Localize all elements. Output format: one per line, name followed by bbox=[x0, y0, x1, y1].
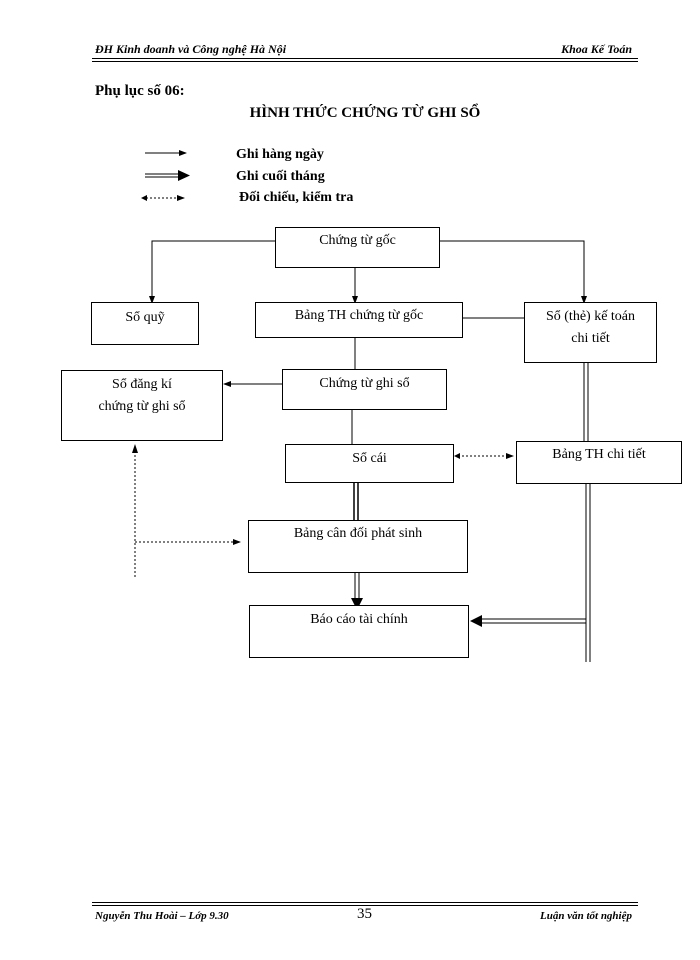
arrow-goc-to-so-the bbox=[440, 240, 587, 304]
legend-dotted-arrow bbox=[141, 195, 185, 201]
node-so-the-line-1: Sổ (thẻ) kế toán bbox=[545, 309, 636, 324]
node-bang-th-chung-tu-goc-label: Bảng TH chứng từ gốc bbox=[294, 308, 424, 323]
node-chung-tu-goc: Chứng từ gốc bbox=[275, 227, 440, 268]
dotted-so-dang-ki-bang-can-doi bbox=[132, 444, 241, 577]
node-so-quy: Sổ quỹ bbox=[91, 302, 199, 345]
node-so-dang-ki-line-1: Sổ đăng kí bbox=[112, 377, 172, 392]
node-chung-tu-goc-label: Chứng từ gốc bbox=[319, 233, 396, 248]
header-right: Khoa Kế Toán bbox=[561, 42, 632, 56]
arrow-goc-to-so-quy bbox=[149, 240, 275, 304]
node-so-cai-label: Sổ cái bbox=[352, 451, 387, 466]
node-bang-can-doi-label: Bảng cân đối phát sinh bbox=[293, 526, 423, 541]
node-so-dang-ki-line-2: chứng từ ghi sổ bbox=[98, 399, 186, 414]
appendix-label: Phụ lục số 06: bbox=[95, 83, 185, 99]
node-bang-th-chi-tiet: Bảng TH chi tiết bbox=[516, 441, 682, 484]
node-bang-can-doi: Bảng cân đối phát sinh bbox=[248, 520, 468, 573]
node-chung-tu-ghi-so-label: Chứng từ ghi sổ bbox=[319, 376, 410, 391]
legend-double-arrow bbox=[145, 170, 190, 181]
legend-check-label: Đối chiếu, kiểm tra bbox=[239, 190, 354, 205]
arrow-bang-can-doi-to-bctc bbox=[351, 572, 363, 610]
node-bao-cao-tai-chinh-label: Báo cáo tài chính bbox=[310, 612, 408, 627]
node-bao-cao-tai-chinh: Báo cáo tài chính bbox=[249, 605, 469, 658]
footer-left: Nguyễn Thu Hoài – Lớp 9.30 bbox=[95, 910, 229, 922]
footer-right: Luận văn tốt nghiệp bbox=[540, 910, 632, 922]
node-bang-th-chi-tiet-label: Bảng TH chi tiết bbox=[552, 447, 646, 462]
node-so-quy-label: Sổ quỹ bbox=[125, 310, 165, 325]
legend-daily-label: Ghi hàng ngày bbox=[236, 147, 324, 162]
node-so-the-line-2: chi tiết bbox=[571, 331, 610, 346]
node-chung-tu-ghi-so: Chứng từ ghi sổ bbox=[282, 369, 447, 410]
node-so-the-ke-toan-chi-tiet: Sổ (thẻ) kế toán chi tiết bbox=[524, 302, 657, 363]
header-left: ĐH Kinh doanh và Công nghệ Hà Nội bbox=[95, 42, 287, 56]
page-number: 35 bbox=[357, 906, 372, 922]
node-so-cai: Sổ cái bbox=[285, 444, 454, 483]
legend-monthly-label: Ghi cuối tháng bbox=[236, 169, 325, 184]
footer-rule bbox=[92, 902, 638, 903]
header-rule-2 bbox=[92, 61, 638, 62]
dotted-so-cai-bang-th-ct bbox=[454, 453, 514, 459]
node-so-dang-ki: Sổ đăng kí chứng từ ghi sổ bbox=[61, 370, 223, 441]
header-rule bbox=[92, 58, 638, 59]
footer-rule-2 bbox=[92, 905, 638, 906]
arrow-bang-th-ct-to-bctc bbox=[470, 484, 591, 662]
node-bang-th-chung-tu-goc: Bảng TH chứng từ gốc bbox=[255, 302, 463, 338]
page-title: HÌNH THỨC CHỨNG TỪ GHI SỔ bbox=[249, 105, 481, 121]
